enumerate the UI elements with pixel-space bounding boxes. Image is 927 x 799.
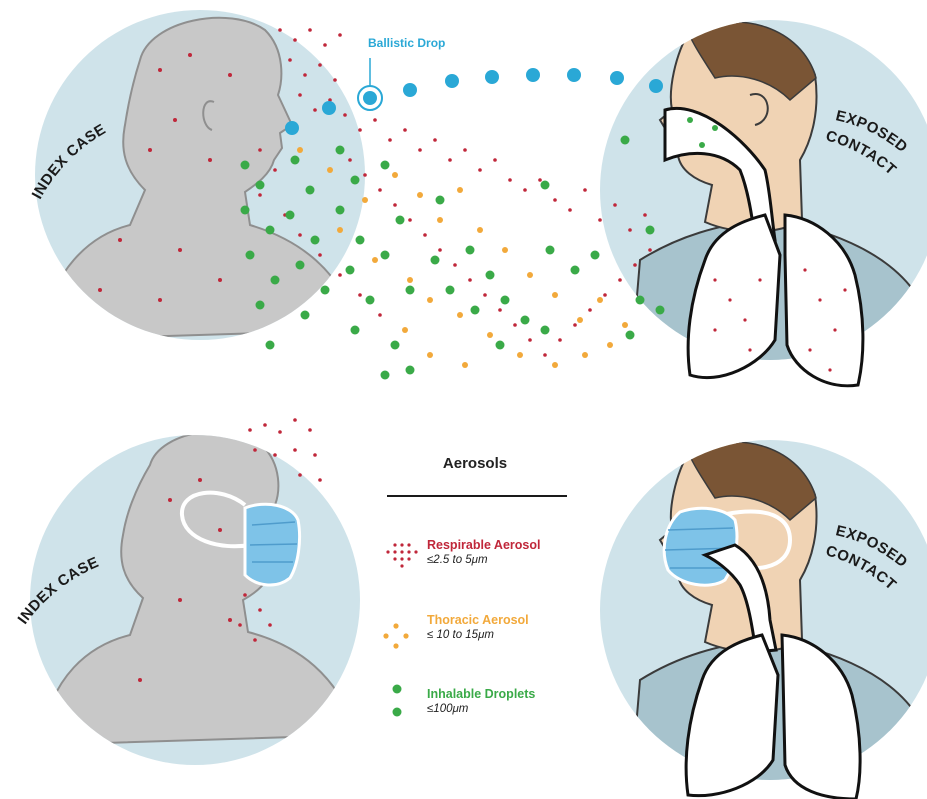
exposed-contact-panel-top: EXPOSED CONTACT	[600, 20, 927, 386]
legend-size-respirable: ≤2.5 to 5μm	[427, 554, 488, 566]
legend-size-thoracic: ≤ 10 to 15μm	[427, 629, 494, 641]
legend-item-thoracic: Thoracic Aerosol ≤ 10 to 15μm	[385, 613, 585, 653]
index-case-panel-bottom: INDEX CASE	[14, 418, 360, 765]
legend-title: Aerosols	[385, 455, 565, 472]
legend-name-respirable: Respirable Aerosol	[427, 538, 540, 552]
exposed-contact-panel-bottom: EXPOSED CONTACT	[600, 440, 927, 799]
legend-item-respirable: Respirable Aerosol ≤2.5 to 5μm	[385, 538, 585, 578]
legend-item-inhalable: Inhalable Droplets ≤100μm	[385, 687, 585, 727]
ballistic-drop-label: Ballistic Drop	[368, 36, 445, 50]
index-case-panel-top: INDEX CASE	[29, 10, 365, 340]
legend-name-inhalable: Inhalable Droplets	[427, 687, 535, 701]
legend-divider	[387, 495, 567, 497]
legend-size-inhalable: ≤100μm	[427, 703, 468, 715]
legend-name-thoracic: Thoracic Aerosol	[427, 613, 529, 627]
